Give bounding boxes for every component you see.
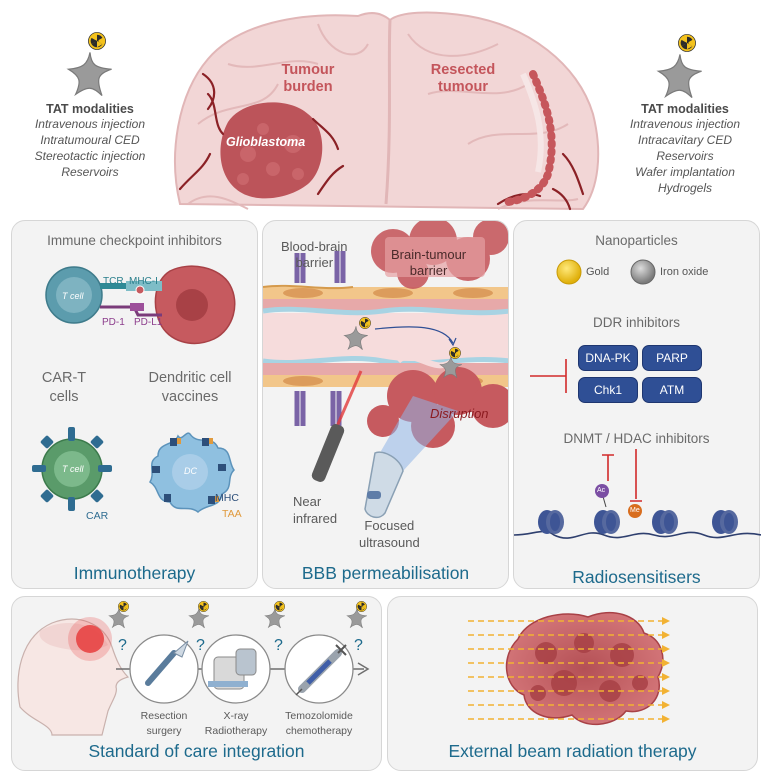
- glioblastoma-label: Glioblastoma: [226, 135, 306, 149]
- bbb-title: BBB permeabilisation: [301, 563, 470, 583]
- tumour-burden-line: Tumour: [281, 62, 335, 78]
- taa-label: TAA: [222, 508, 242, 520]
- immunotherapy-title: Immunotherapy: [73, 563, 196, 583]
- btb-label-line: Brain-tumour: [391, 247, 467, 262]
- ac-label: Ac: [597, 487, 606, 494]
- radiolabelled-star-icon: [67, 32, 113, 97]
- step-chemotherapy: Temozolomide chemotherapy: [274, 709, 364, 739]
- tumour-burden-line: burden: [283, 79, 333, 95]
- checkpoint-heading: Immune checkpoint inhibitors: [47, 233, 222, 248]
- me-label: Me: [630, 507, 640, 514]
- car-t-cell-icon: [32, 427, 112, 511]
- bbb-panel: Blood-brain barrier Brain-tumour barrier…: [262, 220, 509, 589]
- modality-item: Intratumoural CED: [40, 133, 140, 147]
- focused-ultrasound-line: Focused: [364, 518, 415, 533]
- ddr-item-atm: ATM: [642, 377, 702, 403]
- ebrt-title: External beam radiation therapy: [448, 741, 697, 761]
- gold-label: Gold: [586, 266, 610, 278]
- ddr-item-parp: PARP: [642, 345, 702, 371]
- modality-item: Intracavitary CED: [637, 133, 733, 147]
- modalities-title: TAT modalities: [641, 102, 729, 116]
- step-label-line: X-ray: [223, 710, 249, 722]
- immunotherapy-panel: Immune checkpoint inhibitors T cell TCR …: [11, 220, 258, 589]
- step-label-line: chemotherapy: [285, 725, 353, 737]
- step-label-line: Temozolomide: [285, 710, 353, 722]
- step-label-line: Radiotherapy: [204, 725, 268, 737]
- modality-item: Intravenous injection: [34, 117, 146, 131]
- resected-tumour-line: Resected: [430, 62, 496, 78]
- bbb-label: Blood-brain barrier: [281, 239, 348, 271]
- modality-item: Intravenous injection: [629, 117, 741, 131]
- btb-label-line: barrier: [409, 263, 448, 278]
- near-infrared-line: infrared: [293, 511, 338, 526]
- dendritic-cell-icon: [148, 432, 235, 514]
- ebrt-illustration: [468, 611, 670, 726]
- car-label: CAR: [86, 510, 109, 522]
- modality-item: Stereotactic injection: [34, 149, 146, 163]
- question-mark: ?: [118, 637, 127, 654]
- modality-item: Reservoirs: [61, 165, 119, 179]
- ddr-heading: DDR inhibitors: [592, 315, 681, 330]
- bbb-illustration: [263, 221, 508, 519]
- ddr-item-chk1: Chk1: [578, 377, 638, 403]
- focused-ultrasound-line: ultrasound: [359, 535, 420, 550]
- modality-item: Wafer implantation: [635, 165, 735, 179]
- nanoparticles-heading: Nanoparticles: [595, 233, 678, 248]
- iron-oxide-label: Iron oxide: [660, 266, 709, 278]
- checkpoint-illustration: [45, 265, 236, 345]
- resected-tumour-line: tumour: [438, 79, 488, 95]
- btb-label: Brain-tumour barrier: [391, 247, 466, 279]
- standard-of-care-illustration: [17, 601, 370, 736]
- top-section: TAT modalities Intravenous injection Int…: [0, 0, 773, 215]
- right-modalities: TAT modalities Intravenous injection Int…: [602, 102, 768, 196]
- pdl1-label: PD-L1: [134, 317, 163, 328]
- tcell2-label: T cell: [62, 464, 84, 474]
- pd1-label: PD-1: [102, 317, 125, 328]
- ddr-item-dna-pk: DNA-PK: [578, 345, 638, 371]
- dc-heading-line: Dendritic cell: [148, 370, 232, 386]
- step-radiotherapy: X-ray Radiotherapy: [196, 709, 276, 739]
- inhibition-icon: [530, 359, 567, 393]
- tumour-burden-label: Tumour burden: [268, 62, 348, 96]
- iron-oxide-nanoparticle-icon: [630, 259, 656, 285]
- step-resection: Resection surgery: [124, 709, 204, 739]
- bbb-label-line: Blood-brain: [281, 239, 348, 254]
- bbb-label-line: barrier: [295, 255, 334, 270]
- dc-heading: Dendritic cell vaccines: [130, 369, 250, 407]
- step-label-line: Resection: [140, 710, 188, 722]
- mhc-i-label: MHC-I: [129, 276, 158, 287]
- question-mark: ?: [354, 637, 363, 654]
- question-mark: ?: [196, 637, 205, 654]
- standard-of-care-title: Standard of care integration: [88, 741, 305, 761]
- modalities-title: TAT modalities: [46, 102, 134, 116]
- question-mark: ?: [274, 637, 283, 654]
- cart-heading-line: cells: [49, 389, 79, 405]
- radiolabelled-star-icon: [657, 34, 703, 99]
- dc-heading-line: vaccines: [161, 389, 219, 405]
- left-modalities: TAT modalities Intravenous injection Int…: [10, 102, 170, 180]
- brain-illustration: [174, 11, 600, 211]
- mhc-label: MHC: [215, 492, 239, 504]
- near-infrared-label: Near infrared: [293, 493, 337, 527]
- cart-heading-line: CAR-T: [41, 370, 87, 386]
- focused-ultrasound-label: Focused ultrasound: [359, 517, 420, 551]
- resected-tumour-label: Resected tumour: [420, 62, 506, 96]
- step-label-line: surgery: [146, 725, 182, 737]
- tcell-label: T cell: [62, 291, 84, 301]
- cart-heading: CAR-T cells: [24, 369, 104, 407]
- dc-label: DC: [184, 466, 197, 476]
- standard-of-care-panel: ? ? ? ? Resection surgery X-ray Radiothe…: [11, 596, 382, 771]
- tcr-label: TCR: [103, 276, 124, 287]
- modality-item: Hydrogels: [657, 181, 713, 195]
- gold-nanoparticle-icon: [556, 259, 582, 285]
- radiosensitisers-title: Radiosensitisers: [572, 567, 701, 587]
- disruption-label: Disruption: [430, 406, 489, 421]
- modality-item: Reservoirs: [656, 149, 714, 163]
- chromatin-illustration: [514, 449, 761, 539]
- radiosensitisers-panel: Nanoparticles Gold Iron oxide DDR inhibi…: [513, 220, 761, 589]
- ebrt-panel: External beam radiation therapy: [387, 596, 758, 771]
- dnmt-hdac-heading: DNMT / HDAC inhibitors: [563, 431, 710, 446]
- near-infrared-line: Near: [293, 494, 322, 509]
